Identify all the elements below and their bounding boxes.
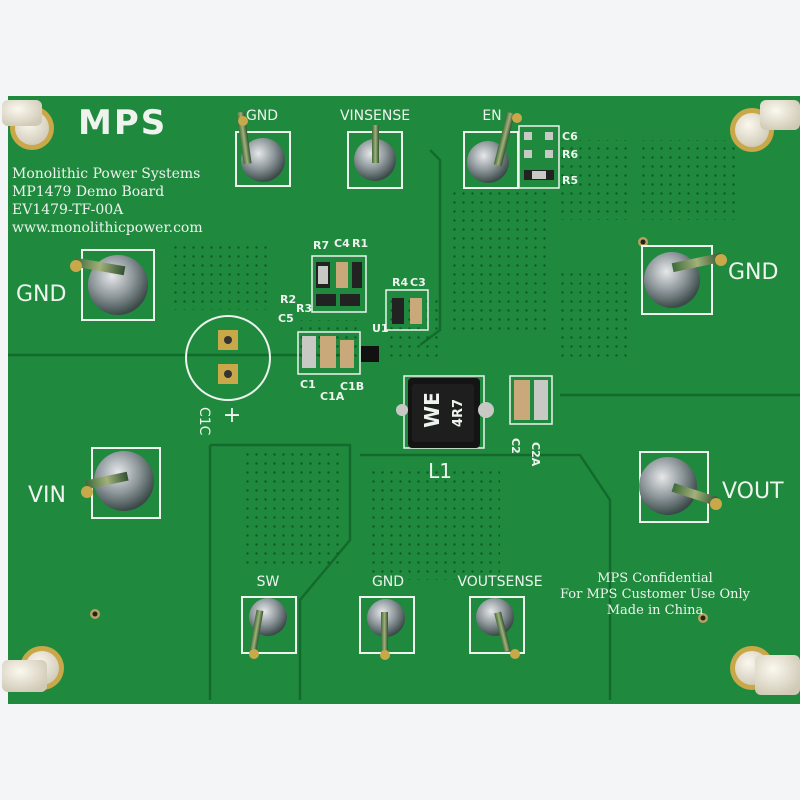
- controller-area: R7 C4 R1 R2 R3 C5 R4 C3 U1 C1 C1A C1B: [278, 237, 429, 403]
- terminal-voutsense[interactable]: VOUTSENSE: [457, 574, 543, 659]
- inductor-marking-bottom: 4R7: [451, 399, 466, 427]
- mounting-holes: [90, 237, 708, 623]
- refdes-c2: C2: [509, 438, 522, 454]
- inductor-l1: WE 4R7 L1: [396, 375, 494, 483]
- output-caps: C2 C2A: [509, 375, 553, 467]
- refdes-l1: L1: [428, 459, 452, 483]
- standoff-top-right: [730, 100, 800, 152]
- label-vinsense: VINSENSE: [340, 108, 410, 124]
- refdes-c6: C6: [562, 130, 578, 143]
- mps-logo: MPS: [78, 103, 167, 143]
- terminal-en[interactable]: EN: [463, 108, 522, 189]
- label-gnd-bottom: GND: [372, 574, 404, 590]
- info-line-2: MP1479 Demo Board: [12, 184, 164, 200]
- board-info: Monolithic Power Systems MP1479 Demo Boa…: [12, 166, 203, 236]
- cap-c1c-footprint: C1C +: [185, 315, 271, 436]
- ic-u1: [361, 346, 379, 362]
- label-vout: VOUT: [722, 479, 784, 504]
- refdes-c4: C4: [334, 237, 350, 250]
- label-voutsense: VOUTSENSE: [457, 574, 542, 590]
- refdes-u1: U1: [372, 322, 389, 335]
- via-fields: [170, 140, 740, 580]
- info-line-1: Monolithic Power Systems: [12, 166, 200, 182]
- terminal-gnd-top[interactable]: GND: [235, 108, 291, 187]
- confidential-block: MPS Confidential For MPS Customer Use On…: [560, 571, 751, 618]
- terminal-sw[interactable]: SW: [241, 574, 297, 659]
- terminal-vinsense[interactable]: VINSENSE: [340, 108, 410, 189]
- label-sw: SW: [257, 574, 280, 590]
- standoff-bottom-right: [730, 646, 800, 695]
- standoffs: [2, 100, 800, 695]
- terminal-vin[interactable]: VIN: [28, 447, 161, 519]
- terminal-vout[interactable]: VOUT: [639, 451, 784, 523]
- label-gnd-right: GND: [728, 260, 778, 285]
- refdes-r5: R5: [562, 174, 578, 187]
- standoff-bottom-left: [2, 646, 64, 692]
- refdes-r2: R2: [280, 293, 296, 306]
- refdes-c5: C5: [278, 312, 294, 325]
- label-gnd-top: GND: [246, 108, 278, 124]
- refdes-c1: C1: [300, 378, 316, 391]
- refdes-r7: R7: [313, 239, 329, 252]
- refdes-c2a: C2A: [529, 442, 542, 467]
- refdes-c3: C3: [410, 276, 426, 289]
- confidential-line-1: MPS Confidential: [597, 571, 713, 586]
- refdes-c1c: C1C: [196, 407, 212, 436]
- info-line-4: www.monolithicpower.com: [12, 220, 203, 236]
- standoff-top-left: [2, 100, 54, 150]
- terminal-gnd-bottom[interactable]: GND: [359, 574, 415, 660]
- refdes-r3: R3: [296, 302, 312, 315]
- refdes-c1b: C1B: [340, 380, 364, 393]
- refdes-r4: R4: [392, 276, 408, 289]
- info-line-3: EV1479-TF-00A: [12, 202, 124, 218]
- label-vin: VIN: [28, 483, 66, 508]
- terminal-gnd-right[interactable]: GND: [641, 245, 778, 315]
- refdes-r6: R6: [562, 148, 578, 161]
- terminal-gnd-left[interactable]: GND: [16, 249, 155, 321]
- inductor-marking-top: WE: [420, 392, 444, 428]
- refdes-c1a: C1A: [320, 390, 345, 403]
- confidential-line-2: For MPS Customer Use Only: [560, 587, 751, 602]
- confidential-line-3: Made in China: [607, 603, 704, 618]
- en-components: C6 R6 R5: [518, 125, 578, 189]
- label-en: EN: [482, 108, 501, 124]
- cap-polarity-mark: +: [223, 403, 241, 428]
- label-gnd-left: GND: [16, 282, 66, 307]
- refdes-r1: R1: [352, 237, 368, 250]
